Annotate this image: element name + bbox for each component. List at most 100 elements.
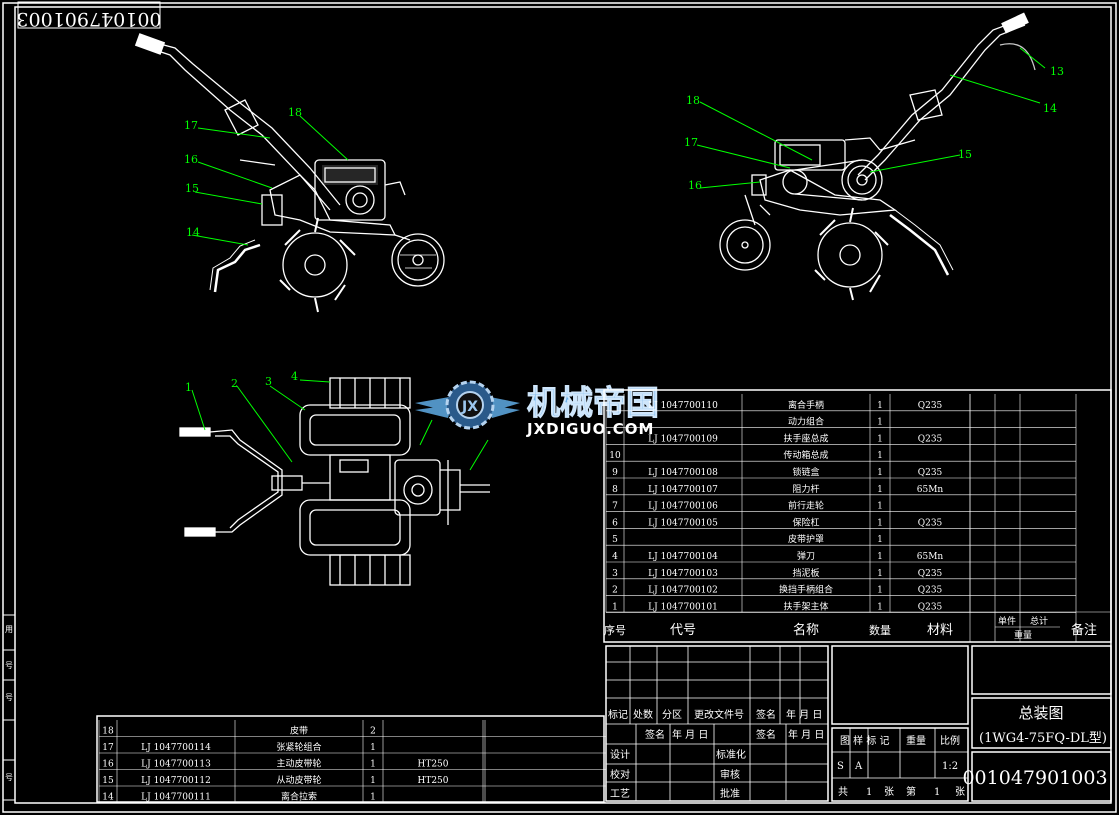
bom-upper-cell: 5 [612,535,618,545]
callout-11: 17 [184,119,198,132]
bom-upper-cell: 3 [612,569,618,579]
bom-header-cell: 总计 [1030,615,1048,627]
bom-lower-cell: 17 [102,743,114,753]
bom-upper-cell: 阻力杆 [792,483,819,495]
bom-upper-cell: 10 [609,451,621,461]
tb-s: S [837,761,844,772]
left-strip: 用 号 号 号 [2,614,16,801]
bom-upper-cell: Q235 [918,401,943,411]
bom-upper-cell: 1 [877,518,883,528]
tb-sign2: 签名 [645,728,665,741]
bom-lower-cell: LJ 1047700114 [141,743,211,753]
bom-upper-cell: Q235 [918,434,943,444]
bom-upper-cell: LJ 1047700105 [648,518,718,528]
side-view-right [719,12,1036,301]
tb-approve: 批准 [720,787,740,800]
watermark-logo: JX 机械帝国 JXDIGUO.COM [415,380,660,438]
bom-upper-cell: 1 [877,552,883,562]
callout-3: 3 [265,375,272,388]
bom-upper-cell: 扶手架主体 [783,600,828,612]
tb-std: 标准化 [716,748,746,761]
tb-sign: 签名 [756,708,776,721]
bom-upper-cell: LJ 1047700110 [648,401,718,411]
bom-upper-cell: 1 [877,485,883,495]
callout-12: 18 [288,106,302,119]
tb-page: 第 [906,785,916,798]
tb-date3: 年 月 日 [788,728,824,741]
bom-upper-cell: 锁链盒 [792,466,819,478]
bom-upper-cell: 1 [877,401,883,411]
bom-upper-cell: Q235 [918,518,943,528]
bom-upper-cell: 1 [877,502,883,512]
callout-numbers: 17 18 16 15 14 18 17 16 15 14 13 1 2 3 4 [184,65,1064,394]
bom-upper-cell: LJ 1047700104 [648,552,718,562]
tb-zone: 分区 [662,709,682,721]
bom-header-cell: 备注 [1071,622,1097,638]
tb-drawing-number: 001047901003 [962,767,1107,789]
bom-upper-cell: 6 [612,518,618,528]
bom-lower-cell: LJ 1047700112 [141,776,211,786]
bom-upper-cell: LJ 1047700107 [648,485,718,495]
title-block [605,645,1112,802]
bom-upper-cell: 皮带护罩 [788,533,824,545]
bom-upper-cell: Q235 [918,468,943,478]
tb-ratio: 比例 [940,734,960,747]
bom-lower-cell: 从动皮带轮 [276,774,321,786]
top-view [179,377,490,586]
tb-change: 更改文件号 [694,708,744,721]
bom-upper-cell: 1 [612,602,618,612]
strip-text-4: 号 [5,773,13,782]
bom-header-cell: 重量 [1014,629,1032,641]
title-block-text: 标记 处数 分区 更改文件号 签名 年 月 日 签名 年 月 日 签名 年 月 … [608,704,1108,800]
bom-upper-cell: LJ 1047700109 [648,434,718,444]
mirrored-drawing-number: 001047901003 [16,8,161,30]
tb-scale: 1:2 [942,761,958,772]
tb-sign3: 签名 [756,728,776,741]
callout-1: 1 [185,381,192,394]
watermark-url: JXDIGUO.COM [526,420,654,438]
callout-2: 2 [231,377,238,390]
tb-sheet: 张 [884,786,894,798]
bom-upper-cell: Q235 [918,586,943,596]
bom-lower-cell: 离合拉索 [281,791,317,803]
bom-lower-cell: 18 [102,727,114,737]
bom-lower-cell: 1 [370,760,376,770]
bom-lower-cell: LJ 1047700111 [141,793,211,803]
bom-upper-cell: Q235 [918,602,943,612]
bom-header-cell: 名称 [793,622,819,638]
bom-upper-cell: 保险杠 [792,516,819,528]
callout-14: 14 [1043,102,1057,115]
tb-review: 审核 [720,768,740,781]
bom-upper-cell: 挡泥板 [792,567,819,579]
bom-upper-cell: Q235 [918,569,943,579]
callout-8: 14 [186,226,200,239]
bom-lower-cell: 1 [370,776,376,786]
strip-text-3: 号 [5,693,13,702]
bom-upper-cell: LJ 1047700102 [648,586,718,596]
bom-lower-cell: 1 [370,793,376,803]
tb-one: 1 [866,787,872,798]
tb-mark: 标记 [608,709,628,721]
bom-header-cell: 单件 [998,615,1016,627]
watermark-cn: 机械帝国 [527,383,659,422]
tb-stage: 图 样 标 记 [840,734,890,747]
tb-process: 工艺 [610,788,630,800]
bom-lower-cell: 16 [102,760,114,770]
callout-16: 16 [688,179,702,192]
bom-header-cell: 材料 [927,623,953,638]
callout-13: 13 [1050,65,1064,78]
bom-upper-cell: 1 [877,602,883,612]
bom-upper-cell: LJ 1047700101 [648,602,718,612]
bom-upper-cell: 扶手座总成 [783,432,828,444]
strip-text-2: 号 [5,661,13,670]
bom-header-cell: 序号 [604,623,626,637]
bom-upper-cell: 2 [612,586,618,596]
bom-upper-cell: 换挡手柄组合 [779,584,833,596]
strip-text-1: 用 [5,625,13,634]
bom-upper-cell: 1 [877,451,883,461]
callout-18: 18 [686,94,700,107]
bom-lower-cell: 皮带 [290,725,308,737]
